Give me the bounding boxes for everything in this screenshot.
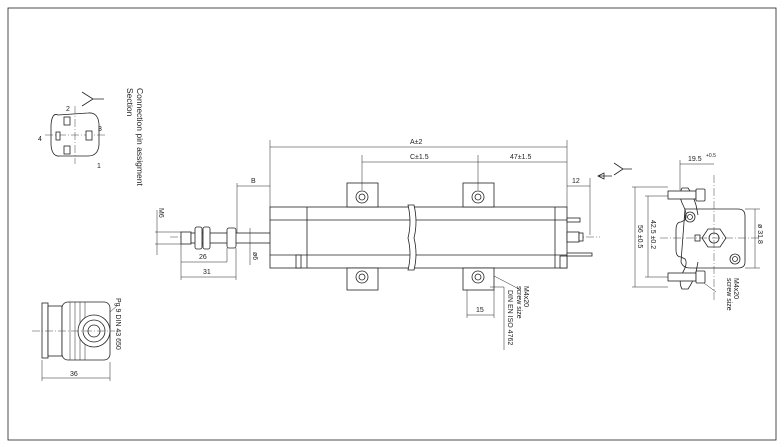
connector-outline [50,112,100,157]
dim-56: 56 ±0.5 [636,225,643,248]
dim-d6: ø6 [251,252,258,260]
dim-26: 26 [199,254,207,261]
section-subtitle: Section [125,88,135,117]
dim-19-5-tolerance: +0.5 [706,153,716,159]
end-view: 19.5 +0.5 56 ±0.5 42.5 ±0.2 ø 31.8 M4x20… [632,153,763,311]
connector-side-view: Pg 9 DIN 43 650 36 [32,298,121,381]
transducer-body: A±2 C±1.5 47±1.5 12 B M6 ø6 26 31 15 M4x… [155,139,632,350]
screw-size-label: screw size [515,286,522,319]
dim-12: 12 [572,178,580,185]
dim-47: 47±1.5 [510,154,531,161]
section-title: Connection pin assigment [135,88,145,186]
dim-b: B [251,178,256,185]
pin-4: 4 [38,136,42,143]
dim-31: 31 [203,269,211,276]
view-y-marker-icon [81,91,104,107]
end-screw-size-label: screw size [725,278,732,311]
connector-label: Pg 9 DIN 43 650 [114,298,121,350]
dim-31-8: ø 31.8 [756,224,763,244]
dim-42-5: 42.5 ±0.2 [649,220,656,249]
drawing-frame [7,7,777,441]
pin-1: 1 [97,163,101,170]
dim-15: 15 [476,307,484,314]
pin-3: 3 [98,126,102,133]
pin-assignment-section: Connection pin assigment Section 2 3 1 4 [38,88,145,186]
dim-m6: M6 [157,208,164,218]
dim-c: C±1.5 [410,154,429,161]
din-label: DIN EN ISO 4762 [506,290,513,345]
pin-2: 2 [66,106,70,113]
end-screw-label: M4x20 [732,278,739,299]
dim-19-5: 19.5 [688,156,702,163]
mounting-clamp [346,182,495,291]
screw-label: M4x20 [522,286,529,307]
view-y-arrow-icon [597,162,632,180]
dim-a: A±2 [410,139,423,146]
dim-36: 36 [70,371,78,378]
